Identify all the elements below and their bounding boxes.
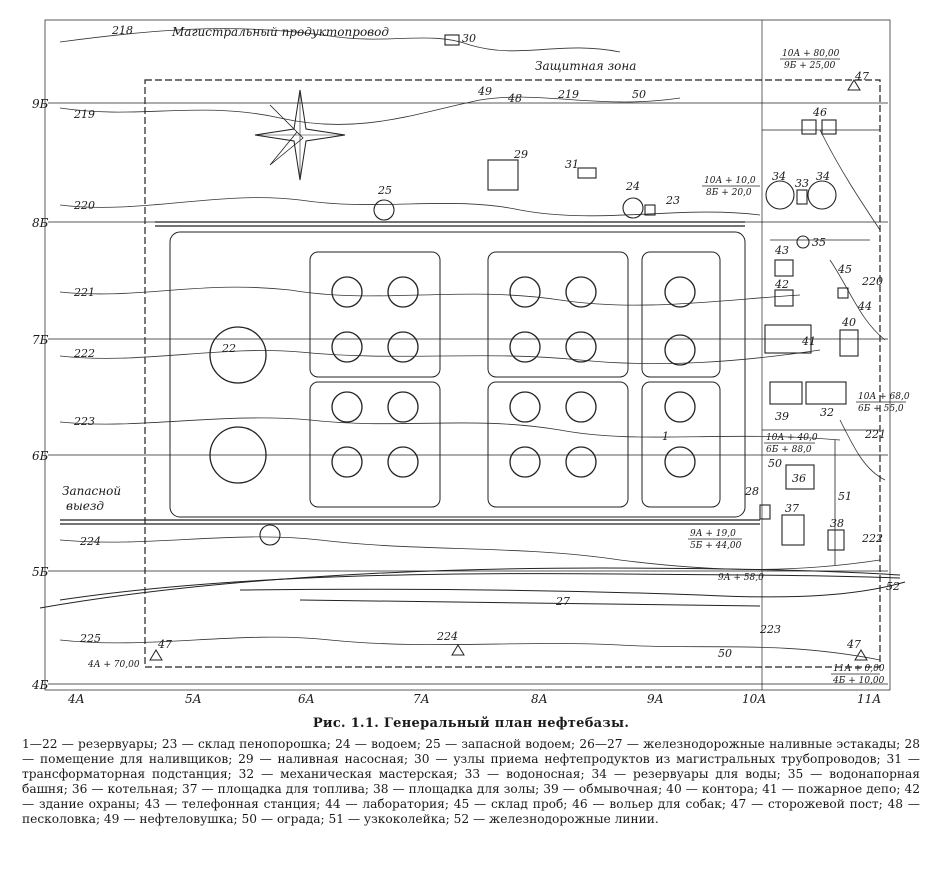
coord-label: 8Б + 20,0 bbox=[706, 188, 752, 198]
grid-col-11a: 11А bbox=[857, 692, 881, 706]
grid-col-4a: 4А bbox=[67, 692, 85, 706]
object-number: 43 bbox=[774, 244, 789, 257]
coord-label: 4Б + 10,00 bbox=[832, 676, 885, 686]
grid-col-6a: 6А bbox=[298, 692, 315, 706]
object-number: 34 bbox=[816, 170, 830, 183]
contour-label: 224 bbox=[436, 630, 458, 643]
reserve-exit-label-1: Запасной bbox=[62, 484, 121, 498]
contour-label: 220 bbox=[73, 199, 95, 212]
contour-label: 223 bbox=[759, 623, 781, 636]
object-number: 41 bbox=[801, 335, 816, 348]
contour-label: 219 bbox=[73, 108, 95, 121]
object-number: 44 bbox=[857, 300, 872, 313]
coord-label: 9Б + 25,00 bbox=[784, 61, 836, 71]
coord-label: 9А + 19,0 bbox=[690, 529, 736, 539]
object-number: 40 bbox=[841, 316, 856, 329]
object-number: 45 bbox=[837, 263, 852, 276]
object-number: 22 bbox=[221, 342, 236, 355]
grid-col-8a: 8А bbox=[531, 692, 548, 706]
object-number: 33 bbox=[795, 177, 809, 190]
drawing-frame bbox=[44, 19, 891, 691]
object-number: 46 bbox=[812, 106, 827, 119]
object-number: 24 bbox=[625, 180, 640, 193]
coord-label: 10А + 10,0 bbox=[704, 176, 756, 186]
site-plan-drawing: 9Б 8Б 7Б 6Б 5Б 4Б 4А 5А 6А 7А 8А 9А 10А … bbox=[31, 19, 910, 706]
yard-lines bbox=[762, 129, 880, 565]
object-number: 31 bbox=[565, 158, 579, 171]
object-number: 37 bbox=[785, 502, 799, 515]
grid-row-8b: 8Б bbox=[32, 216, 49, 230]
object-number: 30 bbox=[462, 32, 476, 45]
object-number: 50 bbox=[768, 457, 782, 470]
object-number: 48 bbox=[507, 92, 522, 105]
tank-farm bbox=[169, 231, 746, 518]
object-number: 47 bbox=[157, 638, 172, 651]
caption-legend: 1—22 — резервуары; 23 — склад пенопорошк… bbox=[22, 737, 920, 826]
figure-caption: Рис. 1.1. Генеральный план нефтебазы. 1—… bbox=[22, 716, 920, 827]
grid-row-5b: 5Б bbox=[32, 565, 49, 579]
pipeline-label: Магистральный продуктопровод bbox=[171, 25, 389, 39]
object-number: 42 bbox=[774, 278, 789, 291]
rail-embankment bbox=[60, 221, 760, 525]
contour-label: 219 bbox=[557, 88, 579, 101]
grid-row-4b: 4Б bbox=[31, 678, 49, 692]
object-number: 29 bbox=[513, 148, 528, 161]
grid-row-7b: 7Б bbox=[32, 333, 49, 347]
object-number: 27 bbox=[555, 595, 570, 608]
contour-label: 222 bbox=[861, 532, 883, 545]
object-number: 52 bbox=[886, 580, 900, 593]
coord-label: 9А + 58,0 bbox=[718, 573, 764, 583]
coord-label: 10А + 68,0 bbox=[858, 392, 910, 402]
compass-rose-icon bbox=[254, 89, 346, 181]
contour-label: 223 bbox=[73, 415, 95, 428]
object-number: 28 bbox=[744, 485, 759, 498]
railway-lines bbox=[39, 567, 906, 609]
sentry-post-icon bbox=[149, 79, 868, 661]
coord-label: 4А + 70,00 bbox=[87, 660, 140, 670]
contour-label: 222 bbox=[73, 347, 95, 360]
object-number: 51 bbox=[838, 490, 852, 503]
caption-title: Рис. 1.1. Генеральный план нефтебазы. bbox=[312, 716, 630, 731]
grid-col-9a: 9А bbox=[647, 692, 664, 706]
grid-col-7a: 7А bbox=[413, 692, 430, 706]
contour-label: 218 bbox=[111, 24, 133, 37]
contour-label: 221 bbox=[864, 428, 886, 441]
contour-label: 220 bbox=[861, 275, 883, 288]
object-number: 23 bbox=[665, 194, 680, 207]
object-number: 1 bbox=[662, 430, 669, 443]
contour-label: 224 bbox=[79, 535, 101, 548]
reserve-exit-label-2: выезд bbox=[66, 499, 104, 513]
contour-label: 225 bbox=[79, 632, 101, 645]
buildings bbox=[259, 34, 859, 551]
object-number: 32 bbox=[820, 406, 834, 419]
object-number: 39 bbox=[775, 410, 789, 423]
coord-label: 11А + 0,00 bbox=[833, 664, 885, 674]
object-number: 47 bbox=[854, 70, 869, 83]
object-number: 25 bbox=[377, 184, 392, 197]
coord-label: 5Б + 44,00 bbox=[690, 541, 742, 551]
object-number: 50 bbox=[718, 647, 732, 660]
coord-label: 6Б + 55,0 bbox=[858, 404, 904, 414]
fence bbox=[144, 79, 881, 668]
object-number: 35 bbox=[812, 236, 826, 249]
object-number: 49 bbox=[477, 85, 492, 98]
object-number: 36 bbox=[792, 472, 806, 485]
coord-label: 10А + 40,0 bbox=[766, 433, 818, 443]
contour-label: 221 bbox=[73, 286, 95, 299]
coord-label: 10А + 80,00 bbox=[782, 49, 840, 59]
grid-row-9b: 9Б bbox=[32, 97, 49, 111]
object-number: 50 bbox=[632, 88, 646, 101]
grid-col-5a: 5А bbox=[185, 692, 202, 706]
object-number: 34 bbox=[772, 170, 786, 183]
protected-zone-label: Защитная зона bbox=[535, 59, 636, 73]
tanks bbox=[209, 276, 696, 484]
grid-col-10a: 10А bbox=[742, 692, 766, 706]
coord-label: 6Б + 88,0 bbox=[766, 445, 812, 455]
grid-row-6b: 6Б bbox=[32, 449, 49, 463]
object-number: 47 bbox=[846, 638, 861, 651]
object-number: 38 bbox=[830, 517, 844, 530]
contour-lines bbox=[59, 28, 886, 661]
